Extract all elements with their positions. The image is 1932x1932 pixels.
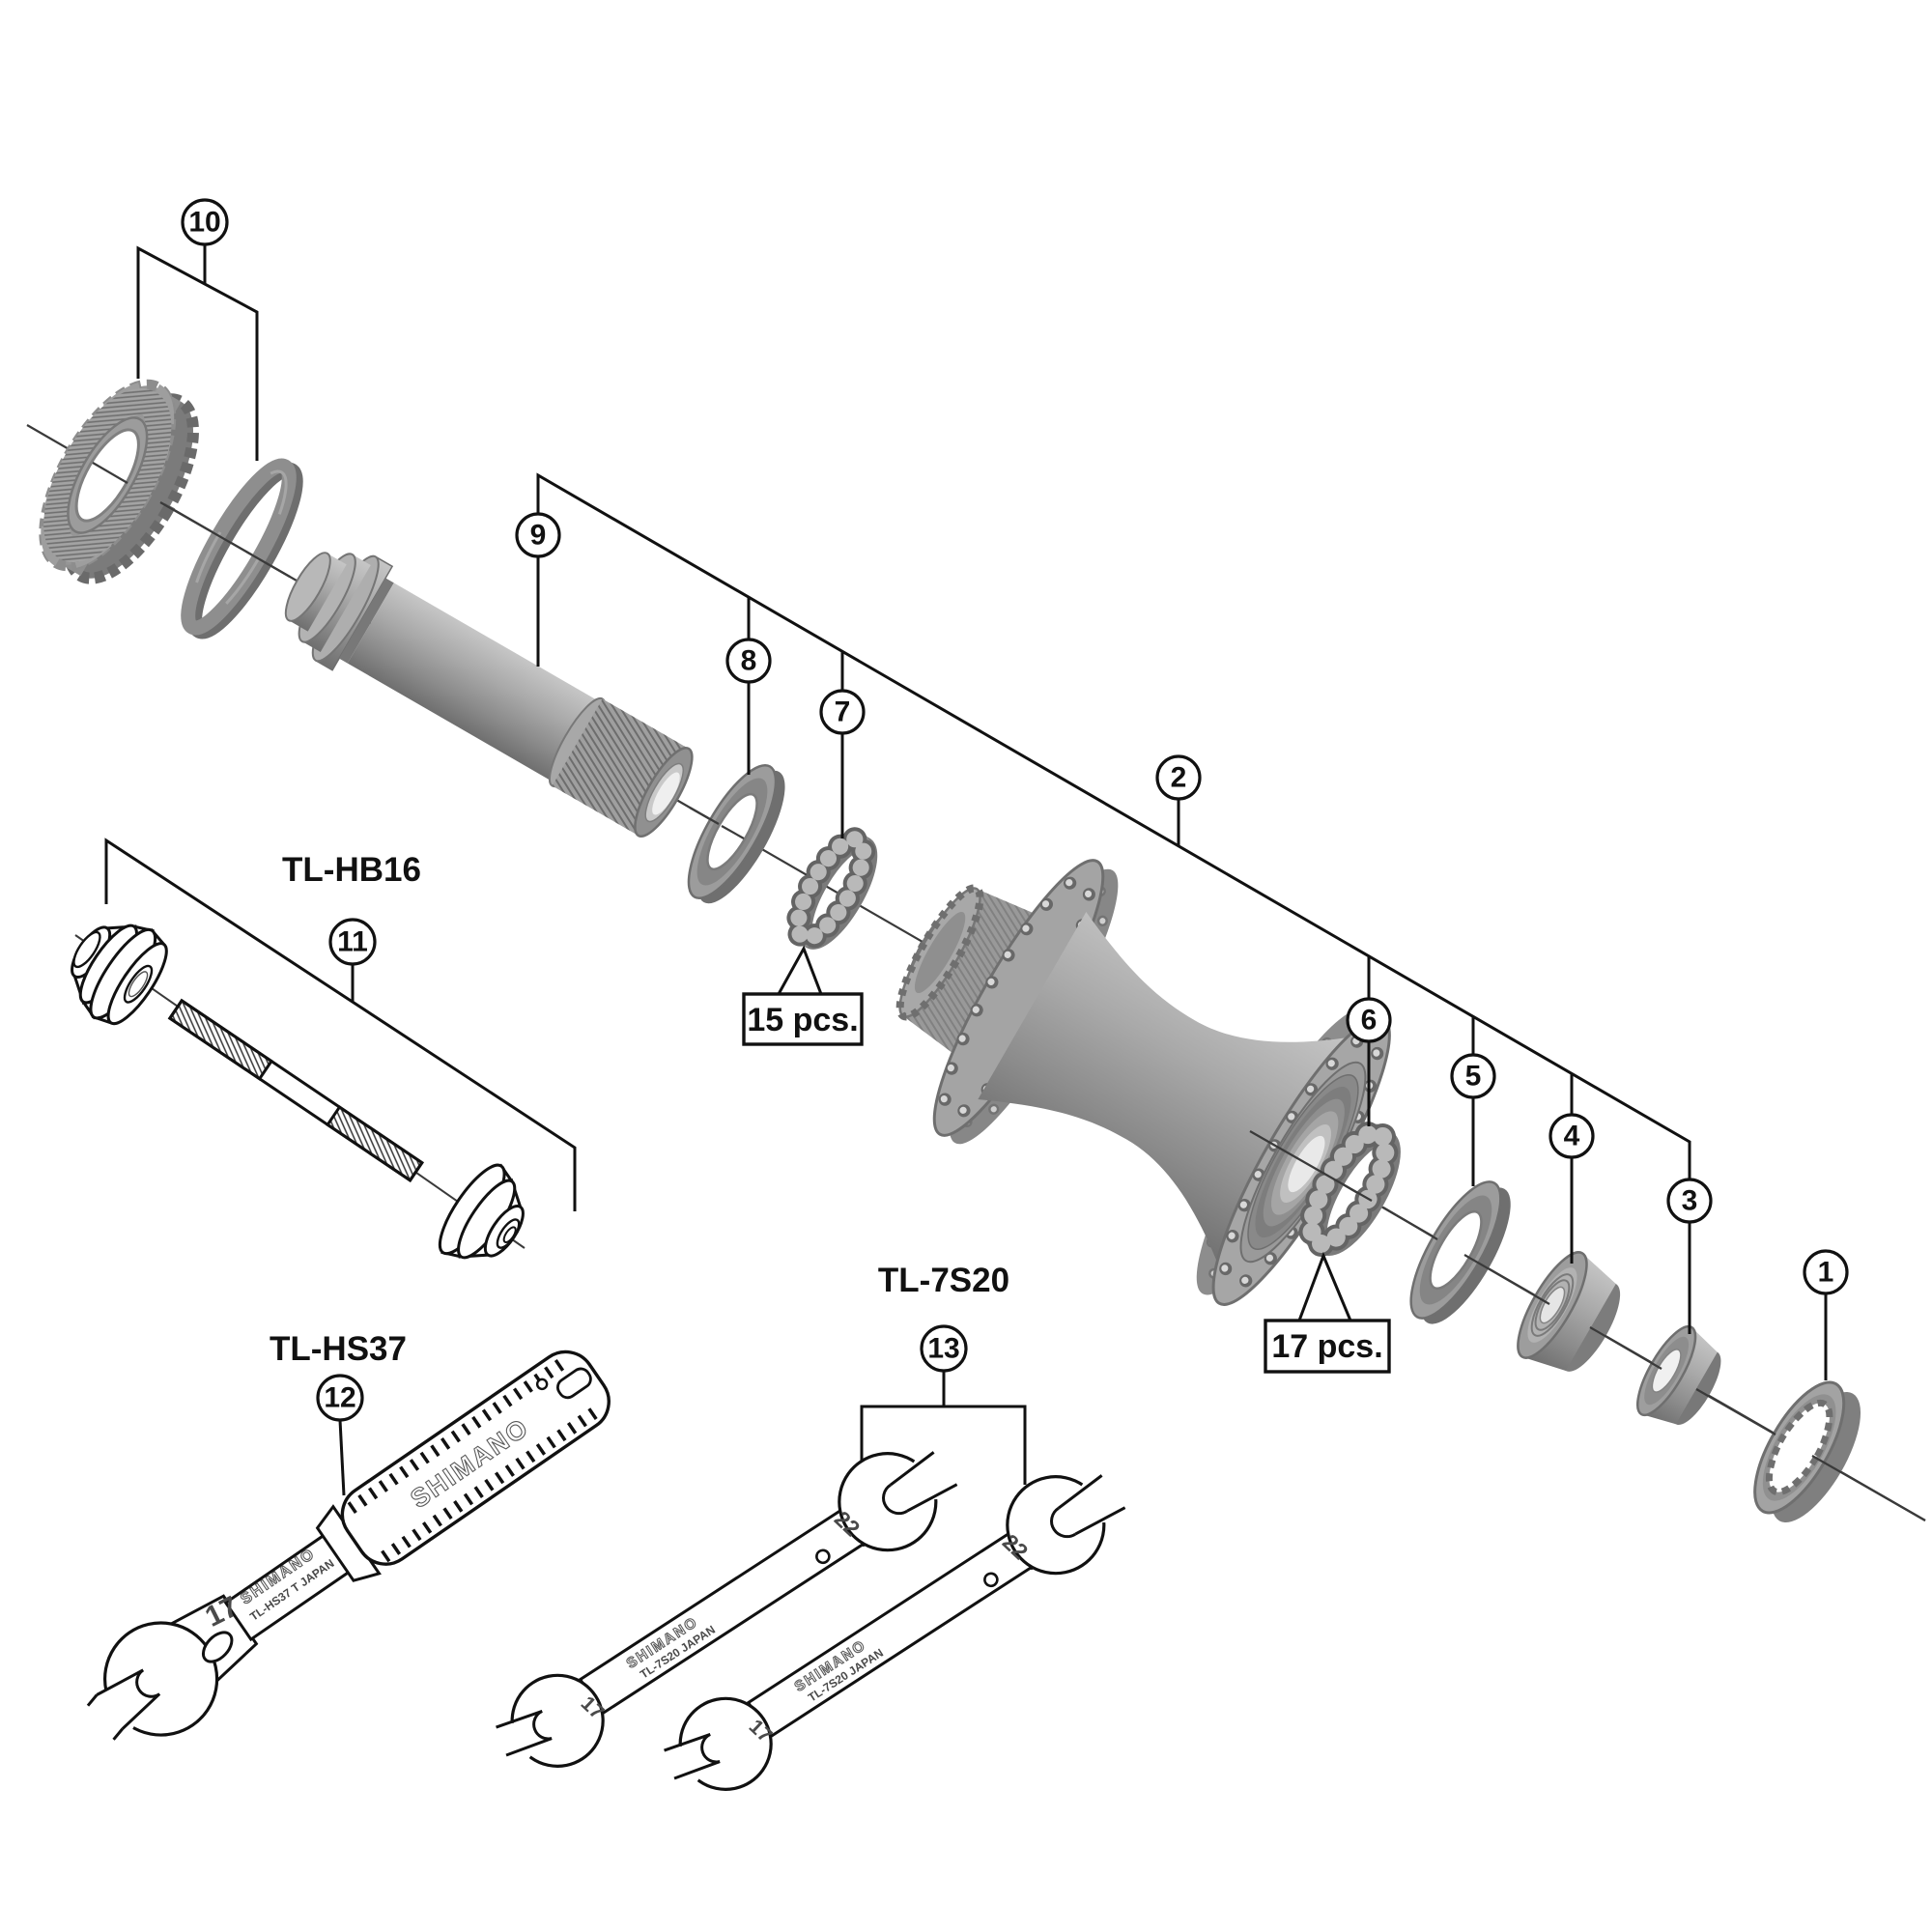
callout-12: 12 <box>316 1374 364 1422</box>
svg-text:4: 4 <box>1564 1121 1580 1152</box>
splined-cap <box>1753 1380 1861 1523</box>
hub-axle <box>284 552 694 838</box>
label-tl-hb16: TL-HB16 <box>282 851 421 889</box>
ball-retainer-15 <box>785 827 878 951</box>
count-17pcs-text: 17 pcs. <box>1271 1328 1382 1365</box>
label-tl-hs37: TL-HS37 <box>270 1330 407 1368</box>
callout-10: 10 <box>181 198 229 246</box>
callouts: 1 2 3 4 5 6 7 8 9 10 11 12 13 <box>181 198 1849 1422</box>
count-box-15pcs: 15 pcs. <box>742 992 864 1046</box>
callout-8: 8 <box>725 638 772 684</box>
callout-7: 7 <box>819 689 866 735</box>
count-15pcs-text: 15 pcs. <box>747 1002 858 1038</box>
centerlock-lockring <box>39 379 199 584</box>
svg-text:11: 11 <box>337 926 368 958</box>
lock-nut <box>1636 1324 1721 1425</box>
callout-5: 5 <box>1450 1053 1496 1099</box>
svg-text:6: 6 <box>1361 1005 1378 1037</box>
svg-text:12: 12 <box>324 1382 355 1414</box>
count-box-17pcs: 17 pcs. <box>1264 1319 1391 1374</box>
svg-text:13: 13 <box>927 1333 959 1365</box>
callout-4: 4 <box>1548 1113 1595 1159</box>
callout-6: 6 <box>1346 997 1392 1043</box>
callout-9: 9 <box>515 512 561 558</box>
callout-3: 3 <box>1666 1178 1713 1224</box>
cone-nut <box>1517 1251 1621 1372</box>
svg-text:10: 10 <box>188 207 220 239</box>
callout-2: 2 <box>1155 754 1202 801</box>
axis-through-holes <box>92 462 1926 1521</box>
dust-seal-right <box>1409 1180 1511 1324</box>
svg-text:2: 2 <box>1171 762 1187 794</box>
svg-text:3: 3 <box>1682 1185 1698 1217</box>
svg-text:1: 1 <box>1818 1257 1834 1289</box>
callout-1: 1 <box>1803 1249 1849 1295</box>
leader-lines <box>104 243 1828 1496</box>
svg-text:7: 7 <box>835 696 851 728</box>
quick-release-axle-unit <box>71 923 525 1260</box>
svg-text:9: 9 <box>530 520 547 552</box>
svg-text:8: 8 <box>741 645 757 677</box>
callout-13: 13 <box>920 1324 968 1373</box>
callout-11: 11 <box>328 918 377 966</box>
label-tl-7s20: TL-7S20 <box>878 1262 1009 1299</box>
svg-text:5: 5 <box>1465 1061 1482 1093</box>
